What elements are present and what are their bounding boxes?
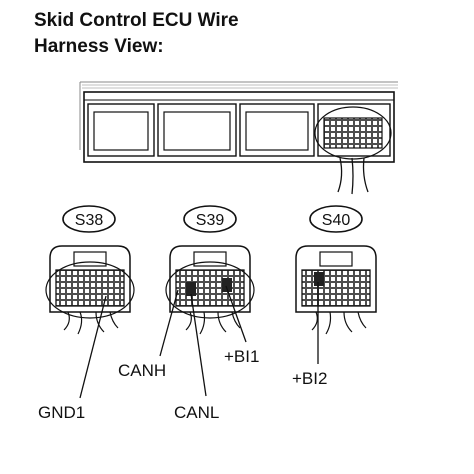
pin-label-bi1: +BI1 xyxy=(224,347,259,366)
page-title: Skid Control ECU Wire Harness View: xyxy=(34,8,239,60)
connector-id-label: S38 xyxy=(75,212,104,229)
connector-id-label: S39 xyxy=(196,212,225,229)
connector-id-badge xyxy=(309,205,363,233)
pin-label-canh: CANH xyxy=(118,361,166,380)
pin-label-canl: CANL xyxy=(174,403,219,422)
connector-id-label: S40 xyxy=(322,212,351,229)
pin-label-gnd1: GND1 xyxy=(38,403,85,422)
ecu-socket-4 xyxy=(314,103,392,160)
skid-control-ecu xyxy=(79,81,398,195)
ecu-socket-3 xyxy=(239,103,315,157)
connector-s38: S38 xyxy=(45,205,135,335)
ecu-socket-2 xyxy=(157,103,237,157)
connector-s40: S40 xyxy=(295,205,377,335)
title-line-2: Harness View: xyxy=(34,36,164,57)
ecu-socket-1 xyxy=(87,103,155,157)
connector-id-badge xyxy=(62,205,116,233)
title-line-1: Skid Control ECU Wire xyxy=(34,10,239,31)
connector-s39: S39 xyxy=(165,205,255,335)
pin-label-bi2: +BI2 xyxy=(292,369,327,388)
leader-lines xyxy=(79,282,319,399)
connector-id-badge xyxy=(183,205,237,233)
